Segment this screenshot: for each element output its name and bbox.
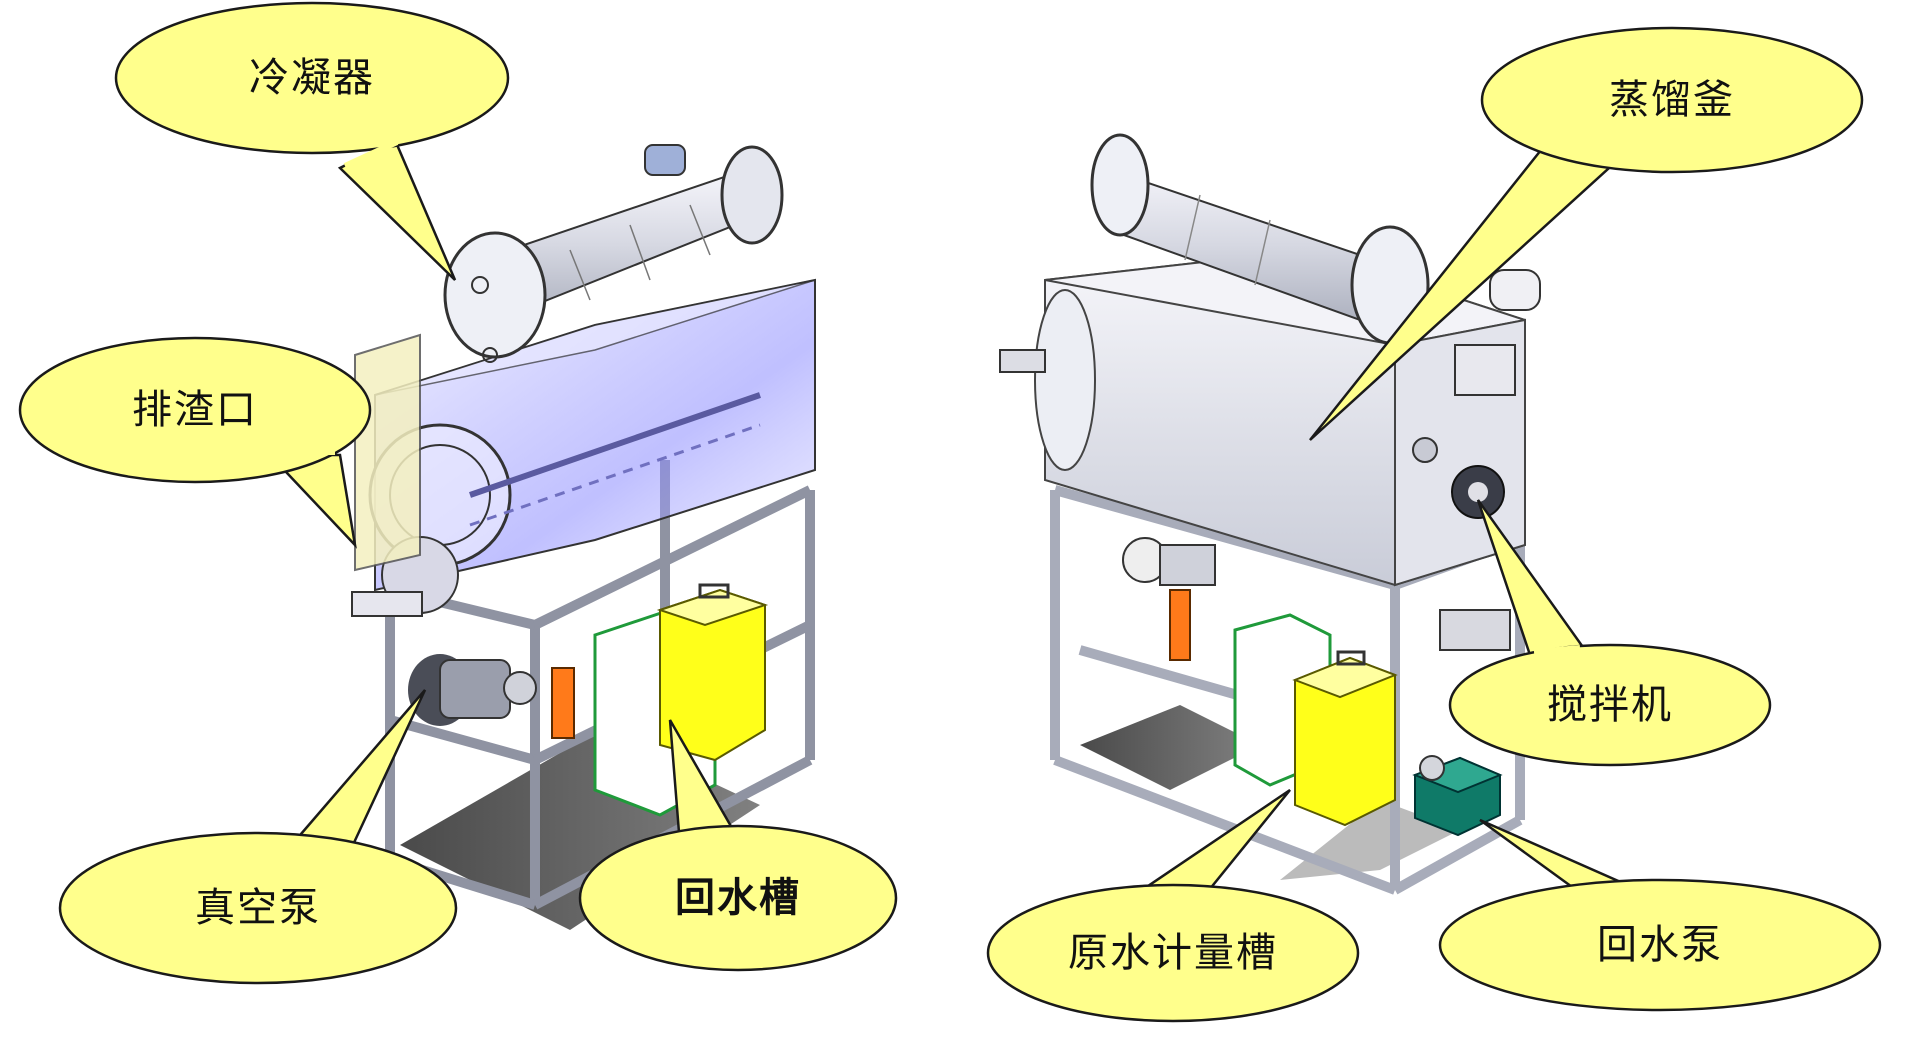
callout-condenser: 冷凝器 [114,1,510,281]
left-still-glass-body [351,278,816,617]
vacuum-pump-icon [408,654,537,726]
drain-valve-icon [551,667,575,739]
return-tank-body [656,583,769,762]
pump-icon [1412,755,1503,837]
callout-still-label: 蒸馏釜 [1609,77,1735,123]
callout-return-tank-label: 回水槽 [675,875,801,921]
callout-return-tank: 回水槽 [578,719,898,972]
callout-vacuum-pump: 真空泵 [58,689,458,985]
callout-vacuum-pump-label: 真空泵 [195,885,321,931]
callout-agitator: 搅拌机 [1448,499,1772,767]
callout-metering-tank-label: 原水计量槽 [1068,930,1278,976]
condenser-icon [443,144,784,363]
right-vacuum-pump-icon [1122,537,1216,586]
metering-tank-body [1292,650,1398,827]
callout-return-pump-label: 回水泵 [1597,922,1723,968]
callout-return-pump: 回水泵 [1438,818,1882,1012]
callout-condenser-label: 冷凝器 [249,55,375,101]
right-drain-valve-icon [1169,589,1191,661]
callout-slag-outlet-label: 排渣口 [132,387,258,433]
right-floor-shadow [1080,705,1260,790]
callout-metering-tank: 原水计量槽 [986,788,1360,1023]
left-machine [351,144,816,930]
callout-still: 蒸馏釜 [1309,26,1864,441]
right-machine [999,133,1541,895]
callout-slag-outlet: 排渣口 [18,336,372,549]
callout-agitator-label: 搅拌机 [1547,682,1673,728]
agitator-motor-icon [1451,465,1505,519]
